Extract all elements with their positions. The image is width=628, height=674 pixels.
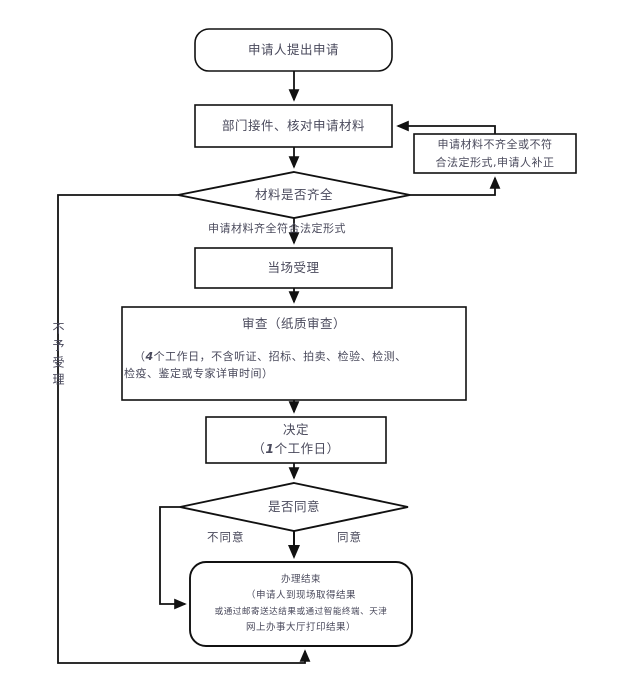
- start-node-shape: [194, 28, 393, 72]
- edge-check-not-accepted: [57, 194, 311, 664]
- edge-label-complete-yes: 申请材料齐全符合法定形式: [208, 220, 346, 236]
- accept-node-shape: [194, 247, 393, 289]
- edge-label-agree-text: 同意: [337, 530, 362, 544]
- edge-label-disagree: 不同意: [207, 529, 245, 545]
- edge-label-disagree-text: 不同意: [207, 530, 245, 544]
- edge-check-no-to-supplement: [410, 176, 501, 196]
- agree-check-node-shape: [179, 482, 409, 532]
- edge-label-agree: 同意: [337, 529, 362, 545]
- edge-label-not-accepted: 不予受理: [51, 322, 65, 390]
- review-node-shape: [121, 306, 467, 401]
- edge-label-complete-yes-text: 申请材料齐全符合法定形式: [208, 222, 346, 235]
- supplement-node-shape: [413, 133, 577, 174]
- finish-node-shape: [189, 561, 413, 647]
- check-complete-node-shape: [177, 171, 411, 219]
- edge-disagree-to-finish: [159, 506, 187, 610]
- edge-label-not-accepted-text: 不予受理: [51, 322, 65, 390]
- decision-node-shape: [205, 416, 387, 464]
- receive-node-shape: [194, 104, 393, 148]
- edge-supplement-to-receive: [396, 120, 496, 134]
